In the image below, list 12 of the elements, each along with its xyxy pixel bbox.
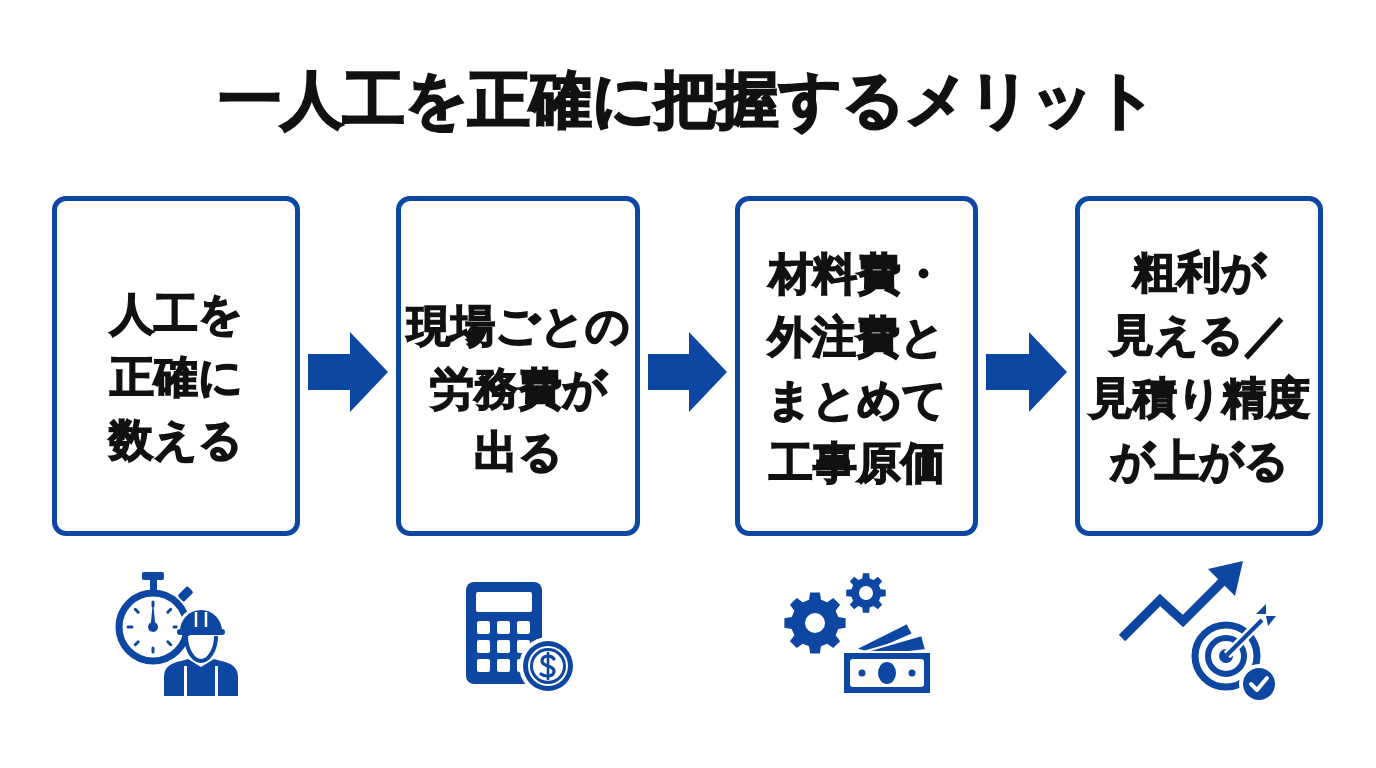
process-box xyxy=(1075,196,1323,536)
process-box xyxy=(396,196,640,536)
box-text: 粗利が見える／見積り精度が上がる xyxy=(1088,245,1310,488)
arrow xyxy=(986,332,1067,412)
process-box xyxy=(735,196,978,536)
arrow xyxy=(648,332,727,412)
box-text: 材料費・外注費とまとめて工事原価 xyxy=(766,247,947,490)
arrow xyxy=(308,332,388,412)
box-text: 現場ごとの労務費が出る xyxy=(406,298,630,479)
title: 一人工を正確に把握するメリット xyxy=(219,66,1157,134)
box-text: 人工を正確に数える xyxy=(109,286,243,467)
process-box xyxy=(52,196,300,536)
